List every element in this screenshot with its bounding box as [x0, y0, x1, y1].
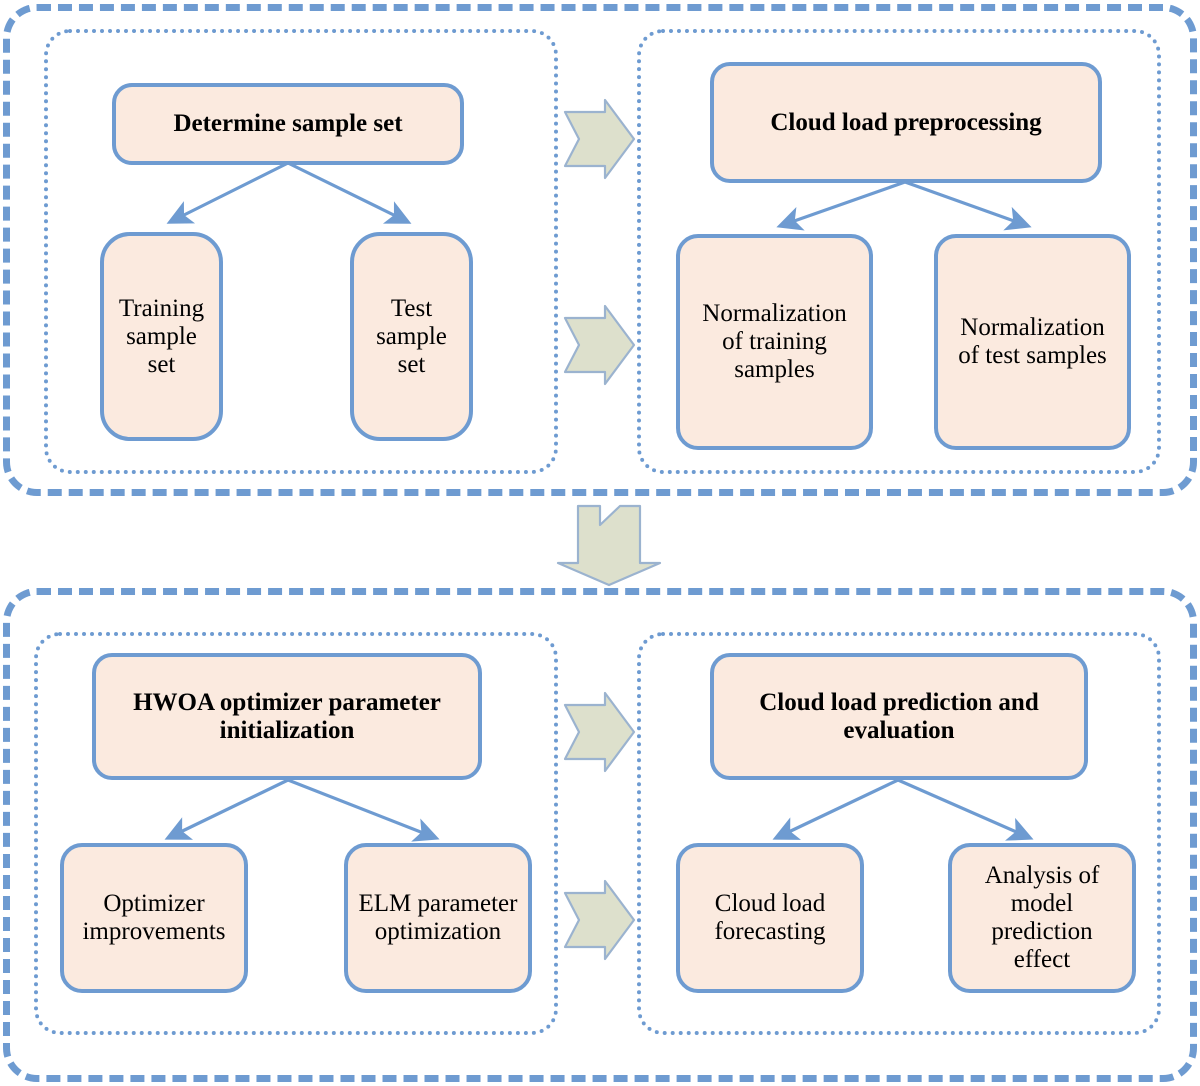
box-normalization-test[interactable]: Normalization of test samples: [934, 234, 1131, 450]
box-analysis-model-prediction-effect[interactable]: Analysis of model prediction effect: [948, 843, 1136, 993]
panel-prediction-boundary: [637, 632, 1161, 1035]
box-cloud-load-forecasting[interactable]: Cloud load forecasting: [676, 843, 864, 993]
box-normalization-training-label: Normalization of training samples: [702, 300, 847, 383]
box-determine-sample-set[interactable]: Determine sample set: [112, 83, 464, 165]
box-hwoa-initialization-label: HWOA optimizer parameter initialization: [133, 688, 441, 744]
box-training-sample-set[interactable]: Training sample set: [100, 232, 223, 441]
panel-sample-set-boundary: [44, 29, 558, 474]
box-analysis-model-prediction-effect-label: Analysis of model prediction effect: [984, 862, 1100, 973]
box-cloud-load-forecasting-label: Cloud load forecasting: [714, 890, 826, 945]
box-normalization-test-label: Normalization of test samples: [958, 314, 1107, 369]
group-top-boundary: [3, 4, 1197, 496]
panel-preprocessing-boundary: [637, 29, 1161, 474]
group-bottom-boundary: [3, 588, 1197, 1082]
box-test-sample-set[interactable]: Test sample set: [350, 232, 473, 441]
box-elm-parameter-optimization[interactable]: ELM parameter optimization: [344, 843, 532, 993]
box-cloud-load-prediction-evaluation[interactable]: Cloud load prediction and evaluation: [710, 653, 1088, 780]
box-determine-sample-set-label: Determine sample set: [173, 110, 403, 137]
box-cloud-load-preprocessing[interactable]: Cloud load preprocessing: [710, 62, 1102, 183]
box-elm-parameter-optimization-label: ELM parameter optimization: [358, 890, 518, 945]
box-test-sample-set-label: Test sample set: [376, 294, 447, 378]
box-hwoa-initialization[interactable]: HWOA optimizer parameter initialization: [92, 653, 482, 780]
box-cloud-load-prediction-evaluation-label: Cloud load prediction and evaluation: [759, 688, 1039, 744]
box-normalization-training[interactable]: Normalization of training samples: [676, 234, 873, 450]
panel-hwoa-boundary: [34, 632, 558, 1035]
box-training-sample-set-label: Training sample set: [118, 294, 205, 378]
conn-group-vertical-icon: [556, 504, 662, 587]
box-optimizer-improvements[interactable]: Optimizer improvements: [60, 843, 248, 993]
box-optimizer-improvements-label: Optimizer improvements: [82, 890, 226, 945]
box-cloud-load-preprocessing-label: Cloud load preprocessing: [770, 108, 1042, 136]
